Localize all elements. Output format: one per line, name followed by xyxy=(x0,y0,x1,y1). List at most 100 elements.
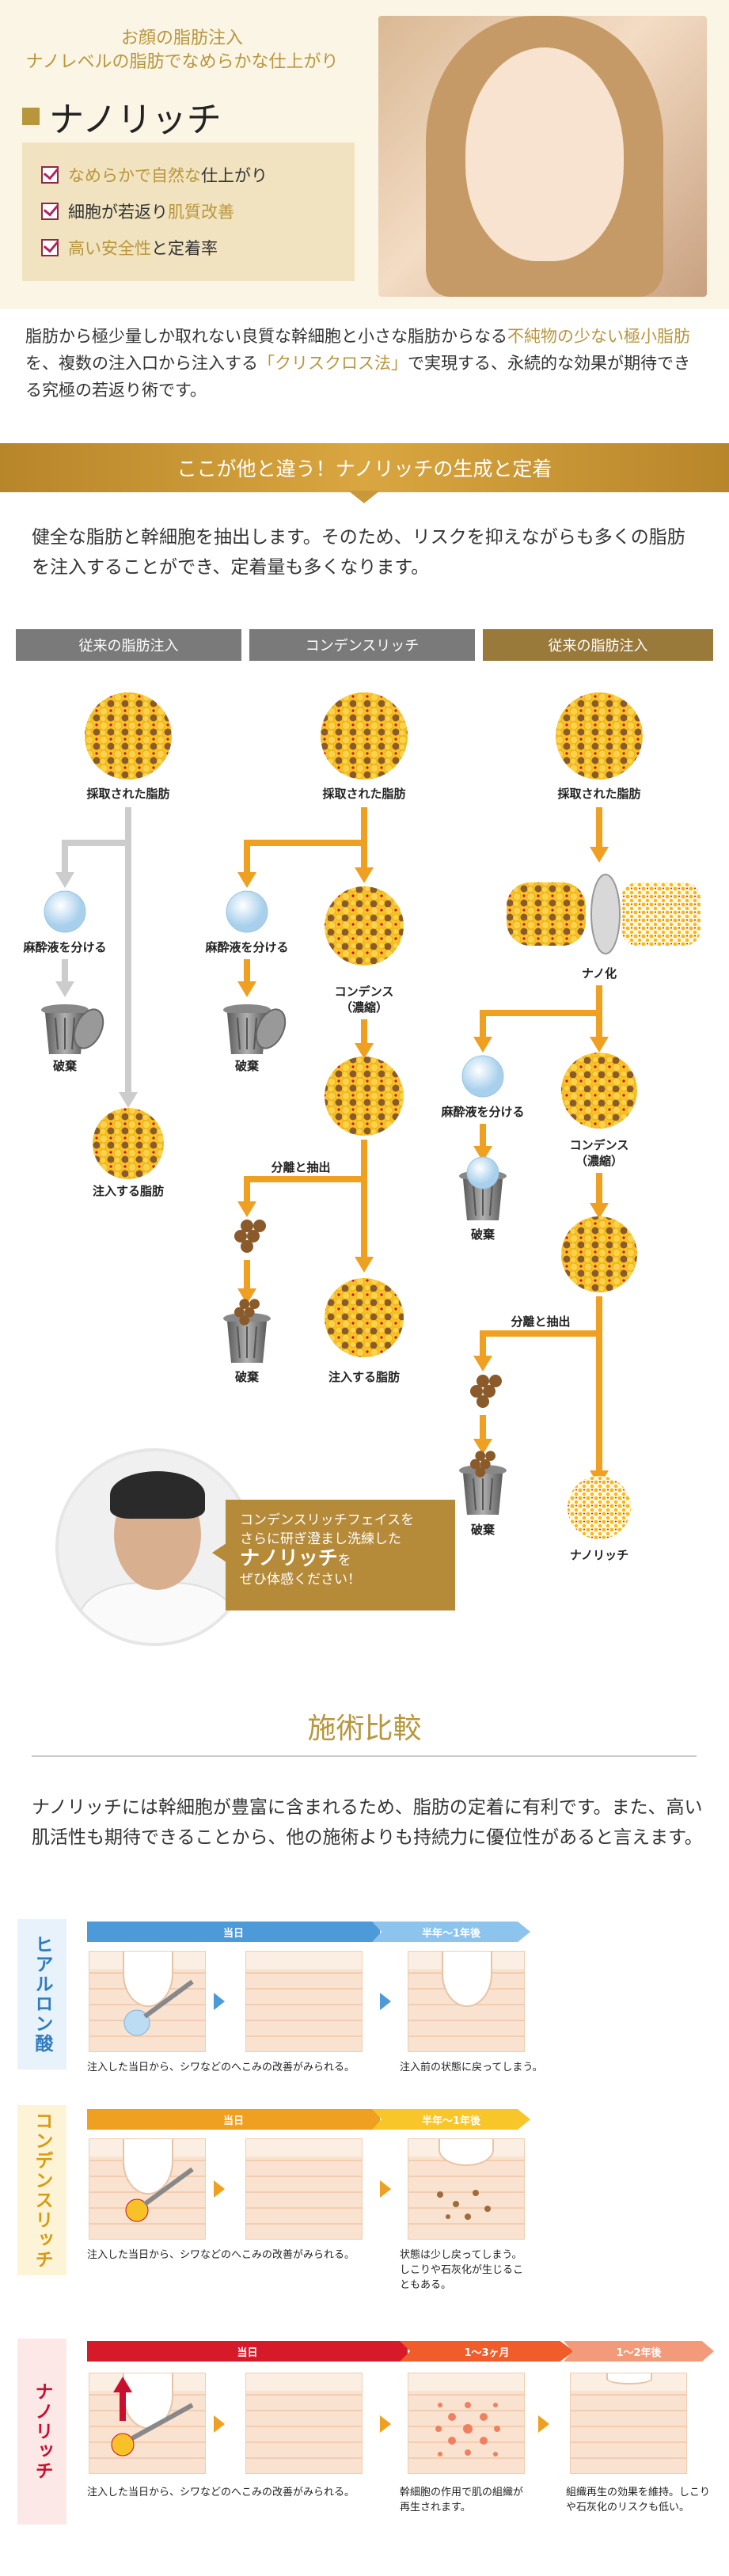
lead-text: 健全な脂肪と幹細胞を抽出します。そのため、リスクを抑えながらも多くの脂肪を注入す… xyxy=(32,527,685,578)
label-discard: 破棄 xyxy=(53,1059,78,1073)
skin-before-icon xyxy=(89,2138,206,2240)
speech-bubble: コンデンスリッチフェイスを さらに研ぎ澄まし洗練した ナノリッチを ぜひ体感くだ… xyxy=(226,1500,455,1610)
nanorich-fat-icon xyxy=(568,1476,631,1539)
arrow-right-icon xyxy=(538,2415,549,2433)
arrow-right-icon xyxy=(214,2180,225,2198)
section-banner: ここが他と違う！ナノリッチの生成と定着 xyxy=(0,443,729,492)
trash-bin-icon xyxy=(458,1156,507,1221)
label-discard: 破棄 xyxy=(235,1059,260,1073)
brown-fat-cells-icon xyxy=(234,1220,266,1253)
fat-ball-icon xyxy=(85,692,172,780)
title-square-icon xyxy=(22,108,40,125)
skin-wrinkle-icon xyxy=(408,1951,525,2052)
nano-process-icon xyxy=(507,874,701,954)
product-title: ナノリッチ xyxy=(22,91,222,142)
timeline-today: 当日 xyxy=(87,1922,380,1942)
timeline-later: 半年〜1年後 xyxy=(372,2109,530,2130)
timeline-later: 1〜2年後 xyxy=(564,2341,714,2362)
arrow-right-icon xyxy=(380,1993,391,2010)
row-label-hyaluronic: ヒアルロン酸 xyxy=(17,1919,66,2070)
caption: 状態は少し戻ってしまう。 しこりや石灰化が生じることもある。 xyxy=(400,2249,524,2291)
feature-list: なめらかで自然な仕上がり 細胞が若返り肌質改善 高い安全性と定着率 xyxy=(22,142,355,281)
arrow-right-icon xyxy=(380,2180,391,2198)
skin-maintained-icon xyxy=(570,2373,687,2474)
label-inject-fat: 注入する脂肪 xyxy=(328,1370,400,1384)
timeline-today: 当日 xyxy=(87,2341,408,2362)
column-header-nanorich: 従来の脂肪注入 xyxy=(483,629,713,661)
trash-bin-icon xyxy=(458,1451,507,1516)
trash-bin-icon xyxy=(222,1003,292,1055)
caption: 注入した当日から、シワなどのへこみの改善がみられる。 xyxy=(87,2249,355,2261)
arrow-right-icon xyxy=(380,2415,391,2433)
brown-fat-cells-icon xyxy=(470,1375,502,1408)
label-separate-extract: 分離と抽出 xyxy=(271,1160,330,1174)
intro-text: 脂肪から極少量しか取れない良質な幹細胞と小さな脂肪からなる不純物の少ない極小脂肪… xyxy=(25,327,690,400)
skin-regeneration-icon xyxy=(408,2373,525,2474)
fat-ball-icon xyxy=(325,1278,404,1357)
label-condense: コンデンス xyxy=(335,984,394,999)
condensed-fat-icon xyxy=(561,1053,637,1129)
label-harvested-fat: 採取された脂肪 xyxy=(557,787,640,801)
skin-partial-icon xyxy=(408,2138,525,2240)
condensed-fat-icon xyxy=(561,1216,637,1292)
label-discard: 破棄 xyxy=(471,1523,495,1537)
product-title-text: ナノリッチ xyxy=(49,100,222,140)
comparison-title: 施術比較 xyxy=(307,1713,422,1745)
timeline-later: 半年〜1年後 xyxy=(372,1922,530,1942)
doctor-photo xyxy=(55,1448,253,1646)
feature-item: 高い安全性と定着率 xyxy=(41,230,336,266)
label-separate-anesthetic: 麻酔液を分ける xyxy=(204,940,288,954)
label-separate-anesthetic: 麻酔液を分ける xyxy=(22,940,106,954)
speech-tail xyxy=(212,1543,226,1562)
condensed-fat-icon xyxy=(325,1057,404,1136)
row-label-condense: コンデンスリッチ xyxy=(17,2105,66,2275)
caption: 幹細胞の作用で肌の組織が再生されます。 xyxy=(400,2487,524,2513)
timeline-today: 当日 xyxy=(87,2109,380,2130)
process-diagram: 採取された脂肪 麻酔液を分ける 破棄 注入する脂肪 採取された脂肪 麻酔液を分け… xyxy=(22,692,701,1562)
fat-ball-icon xyxy=(321,692,408,780)
hero-subtitle-2: ナノレベルの脂肪でなめらかな仕上がり xyxy=(25,52,339,72)
label-condense: コンデンス xyxy=(570,1138,629,1152)
anesthetic-drop-icon xyxy=(44,890,86,933)
skin-before-icon xyxy=(89,2373,206,2474)
caption: 注入した当日から、シワなどのへこみの改善がみられる。 xyxy=(87,2487,355,2498)
column-header-conventional: 従来の脂肪注入 xyxy=(16,629,241,661)
checkbox-icon xyxy=(41,203,59,220)
caption: 組織再生の効果を維持。しこりや石灰化のリスクも低い。 xyxy=(566,2487,711,2513)
skin-before-icon xyxy=(89,1951,206,2052)
column-header-condense: コンデンスリッチ xyxy=(249,629,475,661)
caption: 注入前の状態に戻ってしまう。 xyxy=(400,2062,543,2073)
label-separate-anesthetic: 麻酔液を分ける xyxy=(440,1105,524,1119)
arrow-right-icon xyxy=(214,2415,225,2433)
anesthetic-drop-icon xyxy=(226,890,268,933)
label-discard: 破棄 xyxy=(471,1227,495,1242)
label-condense-sub: （濃縮） xyxy=(575,1154,623,1168)
arrow-right-icon xyxy=(214,1993,225,2010)
checkbox-icon xyxy=(41,166,59,184)
anesthetic-drop-icon xyxy=(461,1055,504,1098)
label-nano: ナノ化 xyxy=(582,966,617,981)
hero-subtitle-1: お顔の脂肪注入 xyxy=(120,28,243,48)
model-portrait-image xyxy=(378,16,707,297)
label-condense-sub: （濃縮） xyxy=(340,1000,388,1015)
skin-smooth-icon xyxy=(245,2373,363,2474)
caption: 注入した当日から、シワなどのへこみの改善がみられる。 xyxy=(87,2062,355,2073)
label-inject-fat: 注入する脂肪 xyxy=(93,1184,164,1198)
fat-ball-icon xyxy=(93,1108,164,1179)
label-separate-extract: 分離と抽出 xyxy=(511,1315,570,1329)
trash-bin-icon xyxy=(40,1003,110,1055)
label-harvested-fat: 採取された脂肪 xyxy=(86,787,169,801)
skin-smooth-icon xyxy=(245,1951,363,2052)
label-discard: 破棄 xyxy=(235,1370,260,1384)
fat-ball-icon xyxy=(556,692,643,780)
label-nanorich: ナノリッチ xyxy=(570,1548,628,1562)
comparison-desc: ナノリッチには幹細胞が豊富に含まれるため、脂肪の定着に有利です。また、高い肌活性… xyxy=(32,1797,703,1848)
feature-item: 細胞が若返り肌質改善 xyxy=(41,193,336,230)
timeline-mid: 1〜3ヶ月 xyxy=(400,2341,574,2362)
checkbox-icon xyxy=(41,239,59,256)
banner-arrow-icon xyxy=(348,491,380,503)
feature-item: なめらかで自然な仕上がり xyxy=(41,157,336,193)
row-label-nanorich: ナノリッチ xyxy=(17,2339,66,2525)
condensed-fat-icon xyxy=(325,886,404,966)
trash-bin-icon xyxy=(222,1299,271,1364)
